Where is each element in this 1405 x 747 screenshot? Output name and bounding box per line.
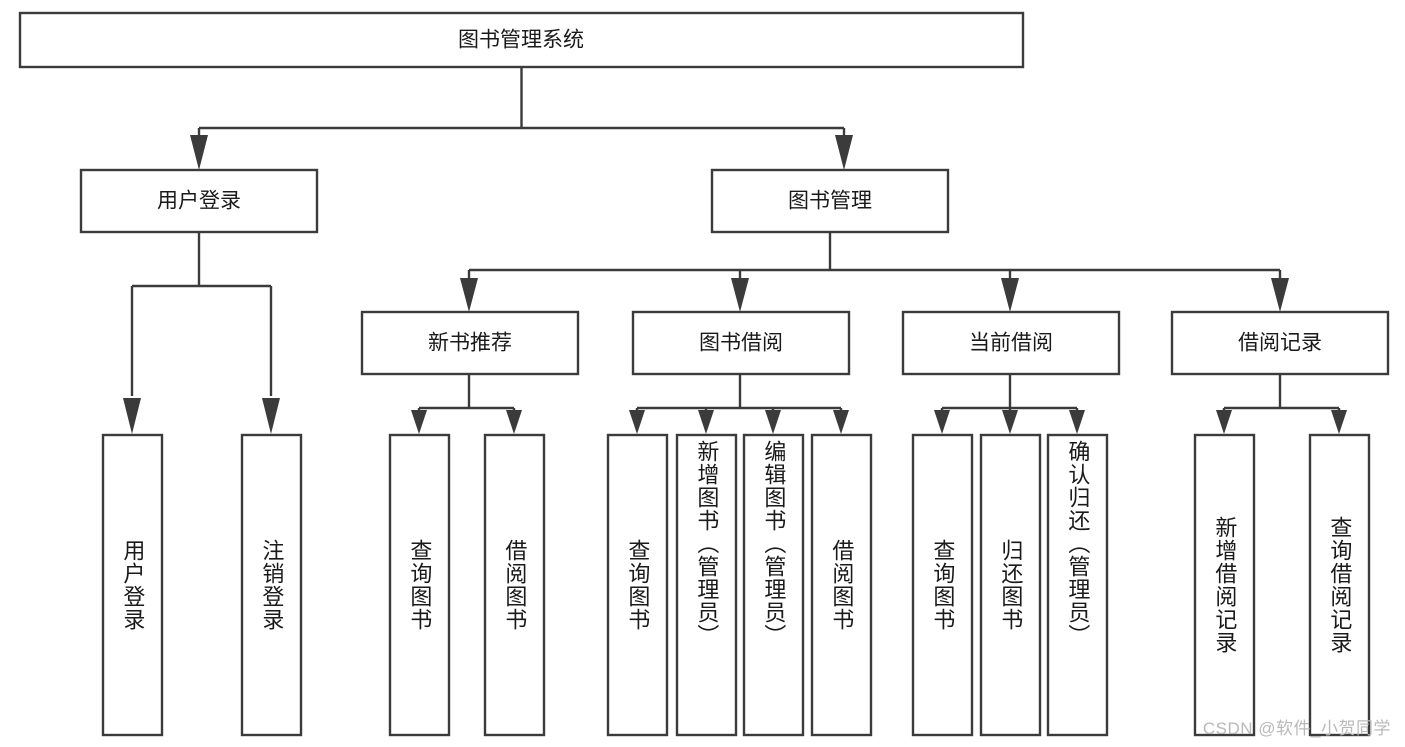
arrow-head-cb-1 (1002, 410, 1018, 434)
leaf-box-book-borrow-1[interactable] (675, 433, 738, 737)
node-new-book-recommend-label: 新书推荐 (428, 332, 512, 355)
node-user-login-box[interactable] (79, 168, 319, 234)
arrow-head-cb-2 (1069, 410, 1085, 434)
node-borrow-record[interactable]: 借阅记录 (1170, 310, 1390, 376)
arrow-head-nb-1 (506, 410, 522, 434)
node-current-borrow-label: 当前借阅 (969, 332, 1053, 355)
connector-group-newbook-to-leaves (411, 374, 522, 434)
leaf-box-user-login-1[interactable] (240, 433, 303, 737)
node-user-login-label: 用户登录 (157, 190, 241, 213)
node-book-manage-label: 图书管理 (788, 190, 872, 213)
leaf-box-borrow-record-0[interactable] (1193, 433, 1256, 737)
arrow-head-book-manage (835, 135, 853, 170)
arrow-head-l3-2 (1001, 278, 1019, 312)
arrow-head-br-0 (1216, 410, 1232, 434)
arrow-head-l3-1 (731, 278, 749, 312)
leaf-box-current-borrow-1[interactable] (979, 433, 1042, 737)
leaf-box-user-login-0[interactable] (101, 433, 164, 737)
leaf-box-new-book-1[interactable] (483, 433, 546, 737)
node-book-borrow-box[interactable] (631, 310, 851, 376)
leaf-box-new-book-0[interactable] (388, 433, 451, 737)
leaf-box-current-borrow-2[interactable] (1046, 433, 1109, 737)
node-book-manage-box[interactable] (710, 168, 950, 234)
connector-group-userlogin-to-leaves (123, 232, 280, 434)
arrow-head-cb-0 (934, 410, 950, 434)
arrow-head-ul-0 (123, 398, 141, 434)
arrow-head-ul-1 (262, 398, 280, 434)
node-new-book-recommend-box[interactable] (360, 310, 580, 376)
leaf-box-book-borrow-3[interactable] (810, 433, 873, 737)
arrow-head-l3-0 (460, 278, 478, 312)
node-borrow-record-label: 借阅记录 (1238, 332, 1322, 355)
connector-group-borrowrecord-to-leaves (1216, 374, 1347, 434)
connector-group-bookborrow-to-leaves (629, 374, 849, 434)
connector-group-root-to-level2 (190, 67, 853, 170)
node-book-borrow[interactable]: 图书借阅 (631, 310, 851, 376)
node-root-box[interactable] (18, 11, 1025, 69)
arrow-head-bb-0 (629, 410, 645, 434)
leaf-box-borrow-record-1[interactable] (1308, 433, 1371, 737)
arrow-head-bb-3 (833, 410, 849, 434)
node-user-login[interactable]: 用户登录 (79, 168, 319, 234)
node-root-label: 图书管理系统 (458, 29, 584, 52)
node-root[interactable]: 图书管理系统 (18, 11, 1025, 69)
node-book-manage[interactable]: 图书管理 (710, 168, 950, 234)
arrow-head-bb-1 (698, 410, 714, 434)
node-borrow-record-box[interactable] (1170, 310, 1390, 376)
leaf-box-current-borrow-0[interactable] (911, 433, 974, 737)
node-new-book-recommend[interactable]: 新书推荐 (360, 310, 580, 376)
connector-group-currentborrow-to-leaves (934, 374, 1085, 434)
arrow-head-br-1 (1331, 410, 1347, 434)
arrow-head-l3-3 (1271, 278, 1289, 312)
node-book-borrow-label: 图书借阅 (699, 332, 783, 355)
node-current-borrow[interactable]: 当前借阅 (901, 310, 1121, 376)
arrow-head-nb-0 (411, 410, 427, 434)
leaf-box-book-borrow-0[interactable] (606, 433, 669, 737)
node-current-borrow-box[interactable] (901, 310, 1121, 376)
arrow-head-bb-2 (765, 410, 781, 434)
arrow-head-user-login (190, 135, 208, 170)
leaf-box-book-borrow-2[interactable] (742, 433, 805, 737)
connector-group-bookmanage-to-level3 (460, 232, 1289, 312)
